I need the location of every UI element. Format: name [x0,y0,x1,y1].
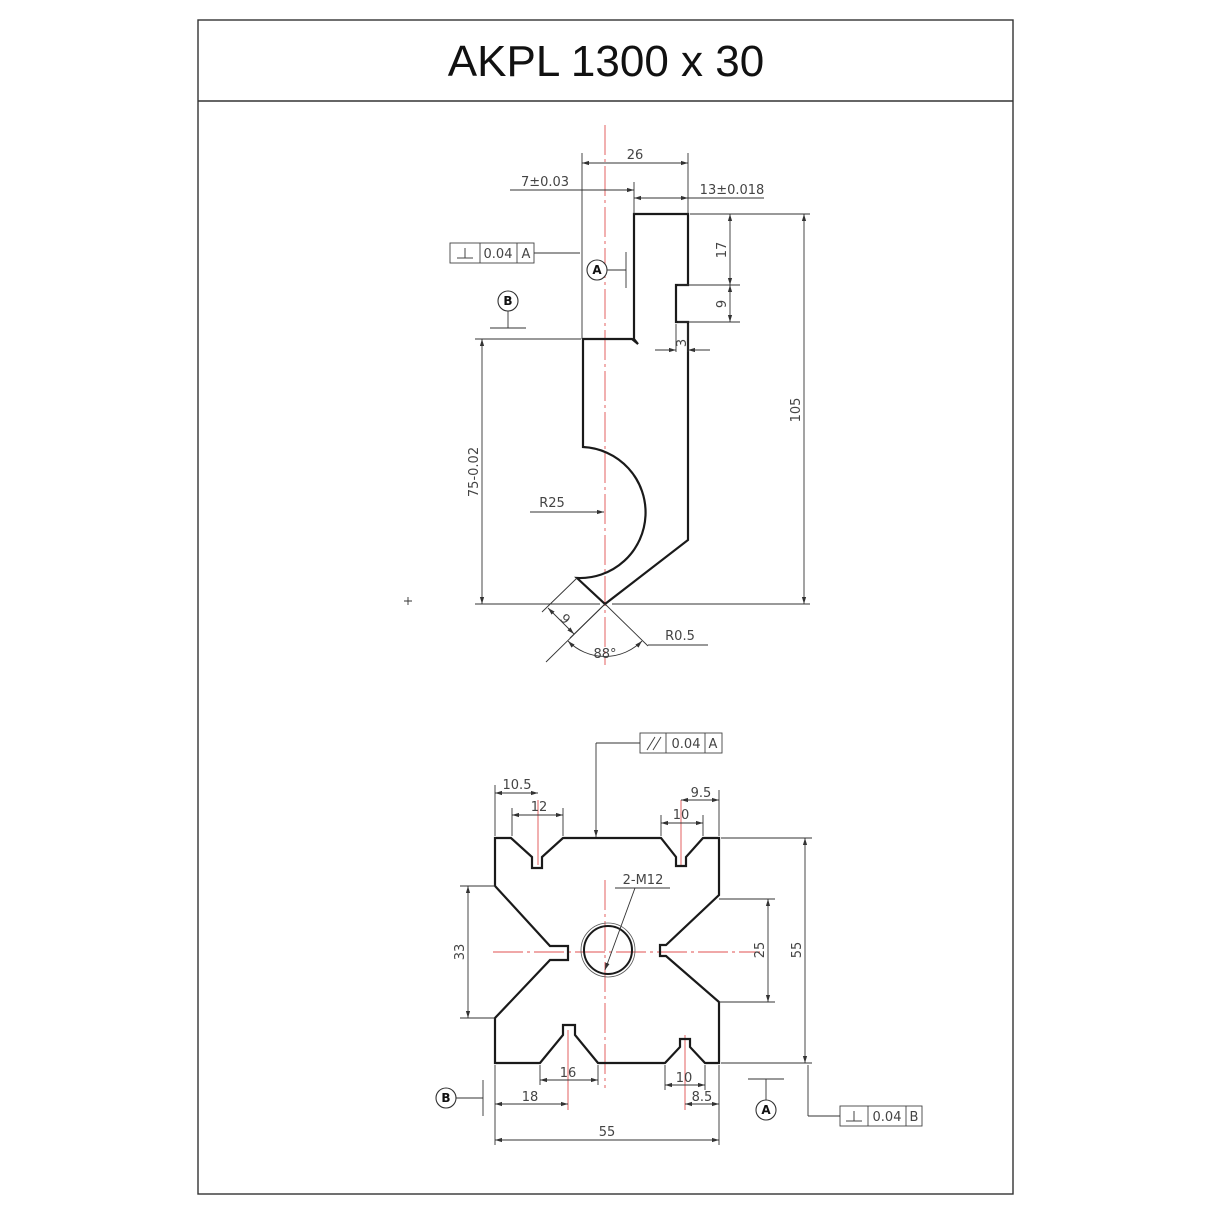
dim-tang-top: 17 [715,242,730,259]
dim-top-right-inner: 10 [673,808,690,823]
dim-total-width: 55 [599,1125,616,1140]
dim-bottom-left-inner: 16 [560,1066,577,1081]
end-view: 2-M12 10.5 12 9.5 10 33 25 55 [435,732,923,1145]
die-block-profile [493,836,721,1065]
dim-bottom-right-inner: 10 [676,1071,693,1086]
dim-radius: R25 [539,496,565,511]
svg-text:A: A [592,263,602,277]
dim-top-right-outer: 9.5 [691,786,712,801]
reference-cross-icon [404,597,412,605]
tip-ray-left [545,603,606,663]
tip-ray-right [604,603,649,647]
dim-tip-flat: 9 [556,611,572,627]
dim-top-width: 26 [627,148,644,163]
svg-text:0.04: 0.04 [873,1110,902,1125]
thread-hole-outer [580,922,636,978]
dim-top-left-outer: 10.5 [503,778,532,793]
dim-line-9-tip [547,607,575,635]
parallel-symbol-icon [646,736,662,751]
fcf-perpendicular-b: 0.04 B [807,1065,923,1127]
side-view: 26 7±0.03 13±0.018 17 9 3 105 75-0.02 [404,125,810,665]
svg-text:B: B [441,1091,450,1105]
dim-bottom-right-outer: 8.5 [692,1090,713,1105]
tip-angle-arc [567,640,643,657]
dim-thread: 2-M12 [623,873,664,888]
svg-text:A: A [709,737,718,752]
thread-hole [583,925,633,975]
punch-profile [574,212,690,606]
datum-b-side: B [490,290,526,329]
perpendicular-symbol-icon [846,1111,862,1122]
dim-offset-left: 7±0.03 [521,175,569,190]
fcf-parallel-a: 0.04 A [593,732,723,837]
dim-extension [541,577,578,613]
dim-top-left-inner: 12 [531,800,548,815]
drawing-title: AKPL 1300 x 30 [448,37,764,86]
dim-total-height: 55 [790,942,805,959]
dim-total-height: 105 [789,398,804,423]
svg-text:0.04: 0.04 [672,737,701,752]
svg-text:A: A [761,1103,771,1117]
perpendicular-symbol-icon [457,248,473,259]
dim-left-height: 33 [453,944,468,961]
dim-bottom-left-outer: 18 [522,1090,539,1105]
dim-body-height: 75-0.02 [467,447,482,497]
thread-leader [604,887,636,971]
fcf-perpendicular-a: 0.04 A [449,242,580,264]
dim-groove-height: 9 [715,300,730,308]
dim-tang-width: 13±0.018 [700,183,765,198]
datum-a-side: A [586,252,627,288]
svg-text:0.04: 0.04 [484,247,513,262]
datum-a-end: A [748,1078,784,1121]
svg-text:B: B [910,1110,919,1125]
datum-b-end: B [435,1080,484,1116]
dim-right-height: 25 [753,942,768,959]
dim-tip-angle: 88° [593,647,616,662]
drawing-border [197,19,1014,1195]
svg-text:B: B [503,294,512,308]
svg-text:A: A [522,247,531,262]
dim-tip-radius: R0.5 [665,629,695,644]
dim-groove-depth: 3 [675,339,690,347]
